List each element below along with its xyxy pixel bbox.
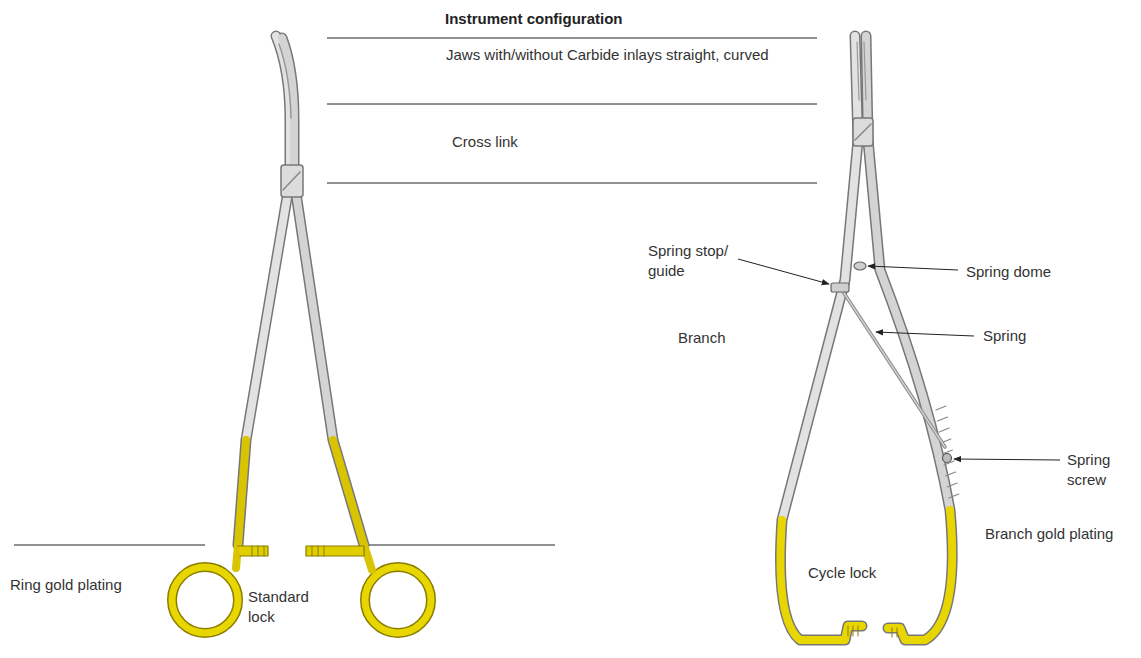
part-label: Branch [678,328,726,348]
leader-lines [738,259,1060,460]
part-label: Branch gold plating [985,524,1113,544]
section-title: Instrument configuration [445,10,623,27]
part-label: Cycle lock [808,563,876,583]
knurl-stroke [936,406,946,410]
knurl-stroke [947,483,957,487]
knurl-stroke [938,417,948,421]
needle-holder-right [780,36,958,640]
section-rules [14,38,817,545]
knurl-stroke [939,428,949,432]
part-label: Ring gold plating [10,575,122,595]
needle-holder-left [172,36,431,633]
knurl-stroke [946,472,956,476]
part-label: Spring [983,326,1026,346]
part-label: Cross link [452,132,518,152]
part-label: Spring screw [1067,450,1133,490]
part-label: Spring stop/ guide [648,241,732,281]
part-label: Spring dome [966,262,1051,282]
knurl-stroke [949,494,959,498]
part-label: Jaws with/without Carbide inlays straigh… [446,45,776,65]
part-label: Standard lock [248,587,320,627]
